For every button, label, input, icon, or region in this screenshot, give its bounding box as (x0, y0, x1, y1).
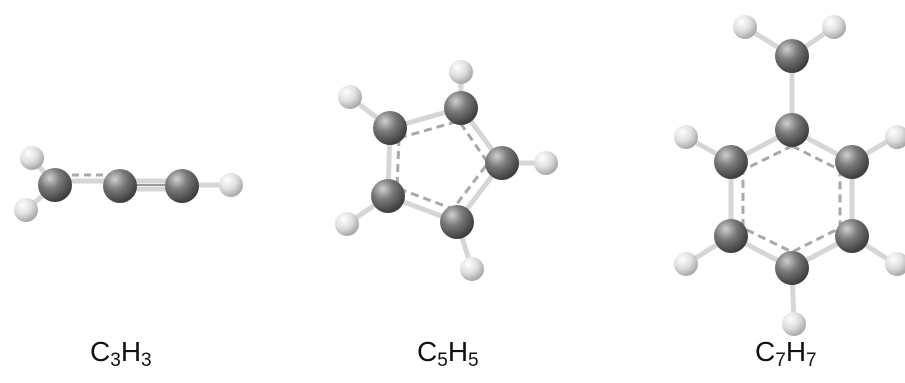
c7h7-delocalized-ring (741, 144, 842, 254)
formula-label-c7h7: C7H7 (755, 336, 817, 371)
hydrogen-atom (674, 125, 698, 149)
hydrogen-atom (885, 252, 905, 276)
hydrogen-atom (885, 125, 905, 149)
hydrogen-atom (782, 312, 806, 336)
hydrogen-atom (674, 252, 698, 276)
c5h5-delocalized-ring (395, 119, 490, 211)
carbon-atom (165, 169, 199, 203)
hydrogen-atom (460, 257, 484, 281)
formula-label-c3h3: C3H3 (90, 336, 152, 371)
hydrogen-atom (219, 173, 243, 197)
carbon-atom (485, 146, 519, 180)
hydrogen-atom (338, 85, 362, 109)
hydrogen-atom (534, 151, 558, 175)
carbon-atom (440, 205, 474, 239)
carbon-atom (835, 219, 869, 253)
molecule-c7h7 (674, 15, 905, 336)
hydrogen-atom (733, 15, 757, 39)
molecule-c5h5 (335, 60, 558, 281)
hydrogen-atom (14, 198, 38, 222)
hydrogen-atom (335, 212, 359, 236)
formula-label-c5h5: C5H5 (417, 336, 479, 371)
carbon-atom (835, 145, 869, 179)
carbon-atom (714, 219, 748, 253)
carbon-atom (103, 169, 137, 203)
hydrogen-atom (449, 60, 473, 84)
carbon-atom (775, 113, 809, 147)
carbon-atom (444, 91, 478, 125)
molecule-c3h3 (14, 146, 243, 222)
hydrogen-atom (822, 15, 846, 39)
carbon-atom (775, 251, 809, 285)
carbon-atom (714, 145, 748, 179)
carbon-atom (373, 111, 407, 145)
carbon-atom (775, 39, 809, 73)
hydrogen-atom (20, 146, 44, 170)
carbon-atom (38, 168, 72, 202)
carbon-atom (371, 179, 405, 213)
